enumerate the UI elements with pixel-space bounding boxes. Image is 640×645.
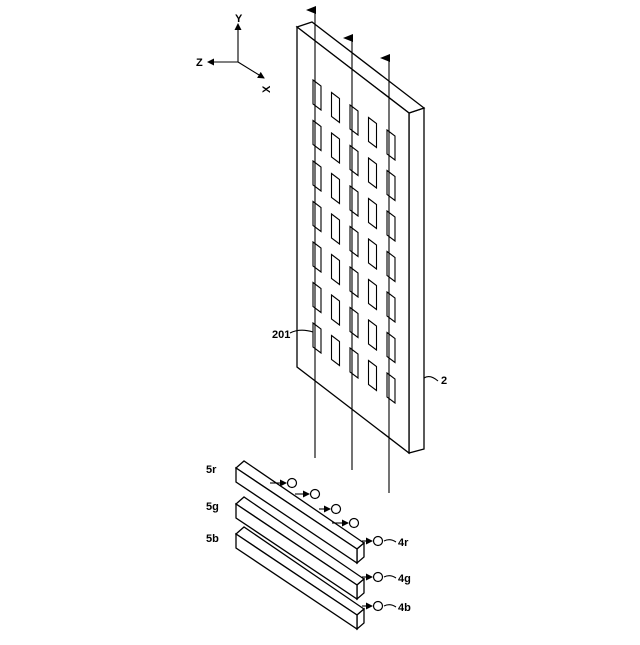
emitter-element bbox=[350, 146, 358, 176]
emitter-element bbox=[350, 308, 358, 338]
panel-side-face bbox=[409, 108, 424, 453]
x-axis-label: X bbox=[261, 85, 273, 93]
emitter-element bbox=[387, 292, 395, 322]
emitter-element bbox=[369, 199, 377, 229]
emitter-element bbox=[369, 320, 377, 350]
light-guide-bars bbox=[236, 461, 364, 629]
emitter-element bbox=[387, 373, 395, 403]
emitter-element bbox=[387, 130, 395, 160]
emitter-element bbox=[387, 333, 395, 363]
x-axis-arrow bbox=[238, 62, 264, 78]
bar-green-label: 5g bbox=[206, 501, 219, 513]
source-green-leader bbox=[384, 576, 396, 578]
source-circle bbox=[332, 505, 341, 514]
panel-leader-line bbox=[424, 377, 438, 381]
emitter-element bbox=[369, 158, 377, 188]
source-circle-blue bbox=[374, 602, 383, 611]
emitter-element bbox=[387, 252, 395, 282]
emitter-element bbox=[369, 361, 377, 391]
z-axis-label: Z bbox=[196, 57, 203, 69]
source-point-4g bbox=[362, 573, 383, 582]
source-circle bbox=[350, 519, 359, 528]
emitter-element bbox=[313, 202, 321, 232]
emitter-element bbox=[369, 118, 377, 148]
source-circle bbox=[311, 490, 320, 499]
bar-blue-label: 5b bbox=[206, 533, 219, 545]
emitter-element bbox=[387, 171, 395, 201]
emitter-element bbox=[332, 93, 340, 123]
panel-label: 2 bbox=[441, 375, 447, 387]
emitter-element bbox=[332, 174, 340, 204]
emitter-element bbox=[350, 186, 358, 216]
display-panel bbox=[297, 22, 424, 453]
emitter-element bbox=[332, 133, 340, 163]
source-blue-leader bbox=[384, 605, 396, 607]
emitter-element bbox=[313, 80, 321, 110]
emitter-element bbox=[332, 295, 340, 325]
emitter-element bbox=[369, 239, 377, 269]
source-green-label: 4g bbox=[398, 573, 411, 585]
emitter-element bbox=[332, 214, 340, 244]
emitter-element bbox=[369, 280, 377, 310]
emitter-element bbox=[313, 283, 321, 313]
emitter-element bbox=[313, 323, 321, 353]
emitter-element bbox=[350, 105, 358, 135]
source-red-label: 4r bbox=[398, 537, 409, 549]
bar-red-label: 5r bbox=[206, 464, 217, 476]
source-red-leader bbox=[384, 540, 396, 542]
emitter-element bbox=[313, 121, 321, 151]
emitter-element bbox=[332, 255, 340, 285]
emitter-element bbox=[350, 267, 358, 297]
source-point-4r bbox=[362, 537, 383, 546]
source-point-2 bbox=[295, 490, 320, 499]
emitter-element bbox=[350, 348, 358, 378]
source-circle bbox=[288, 479, 297, 488]
source-circle-green bbox=[374, 573, 383, 582]
emitter-element bbox=[313, 161, 321, 191]
source-point-3 bbox=[319, 505, 341, 514]
emitter-element bbox=[350, 227, 358, 257]
source-circle-red bbox=[374, 537, 383, 546]
coordinate-axes: Y Z X bbox=[196, 13, 273, 93]
emitter-element bbox=[313, 242, 321, 272]
emitter-element bbox=[332, 336, 340, 366]
source-point-4b bbox=[362, 602, 383, 611]
y-axis-label: Y bbox=[235, 13, 243, 25]
emitter-label: 201 bbox=[272, 329, 290, 341]
emitter-element bbox=[387, 211, 395, 241]
source-blue-label: 4b bbox=[398, 602, 411, 614]
